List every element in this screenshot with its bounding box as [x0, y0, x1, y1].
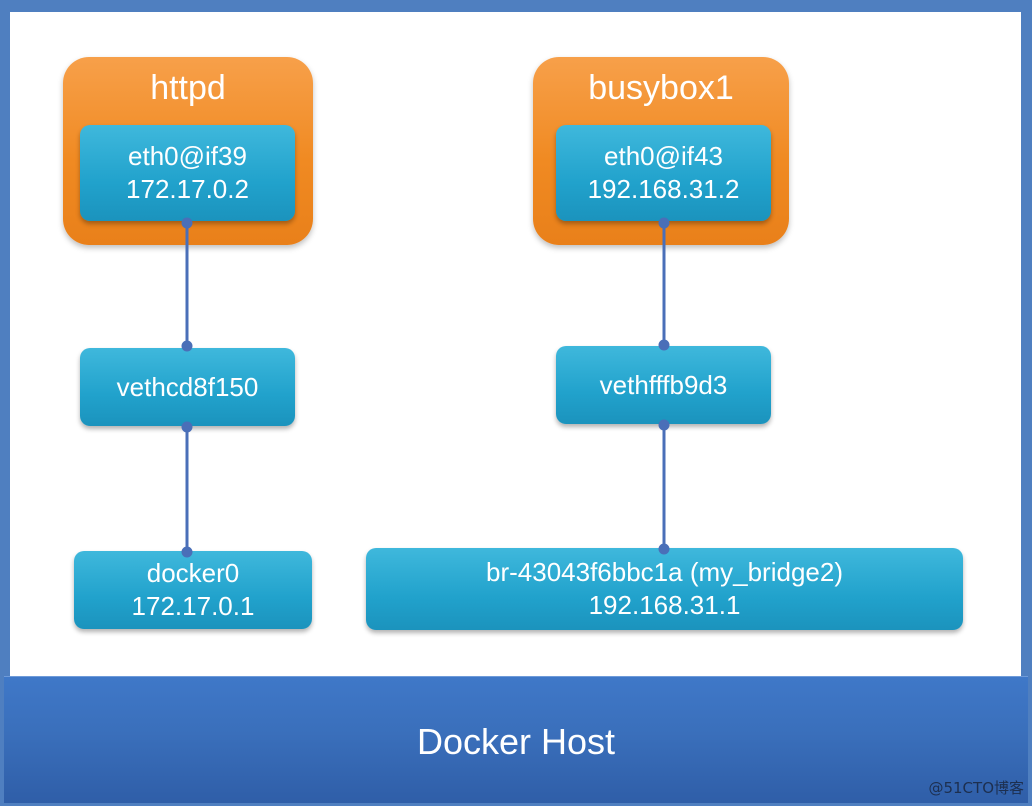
link-endpoint	[181, 421, 193, 433]
veth-box: vethfffb9d3	[556, 346, 771, 424]
interface-ip: 192.168.31.2	[587, 174, 740, 204]
interface-name: eth0@if43	[604, 141, 723, 171]
container-title: httpd	[150, 69, 226, 107]
link-endpoint	[181, 217, 193, 229]
veth-label: vethfffb9d3	[599, 369, 728, 400]
container-interface: eth0@if39 172.17.0.2	[80, 125, 295, 221]
link-endpoint	[658, 217, 670, 229]
docker-host-label: Docker Host	[416, 721, 616, 762]
veth-label: vethcd8f150	[116, 371, 259, 402]
link-endpoint	[181, 546, 193, 558]
container-interface: eth0@if43 192.168.31.2	[556, 125, 771, 221]
bridge-name: docker0	[146, 558, 240, 588]
veth-box: vethcd8f150	[80, 348, 295, 426]
interface-name: eth0@if39	[128, 141, 247, 171]
docker-host-bar: Docker Host	[4, 676, 1028, 803]
link-endpoint	[658, 339, 670, 351]
bridge-my-bridge2: br-43043f6bbc1a (my_bridge2) 192.168.31.…	[366, 548, 963, 630]
link-endpoint	[181, 340, 193, 352]
link-endpoint	[658, 419, 670, 431]
container-title: busybox1	[588, 69, 734, 107]
bridge-name: br-43043f6bbc1a (my_bridge2)	[486, 557, 843, 587]
bridge-ip: 172.17.0.1	[131, 591, 255, 621]
interface-ip: 172.17.0.2	[126, 174, 249, 204]
link-endpoint	[658, 543, 670, 555]
bridge-docker0: docker0 172.17.0.1	[74, 551, 312, 629]
watermark: @51CTO博客	[928, 779, 1024, 797]
bridge-ip: 192.168.31.1	[588, 590, 741, 620]
